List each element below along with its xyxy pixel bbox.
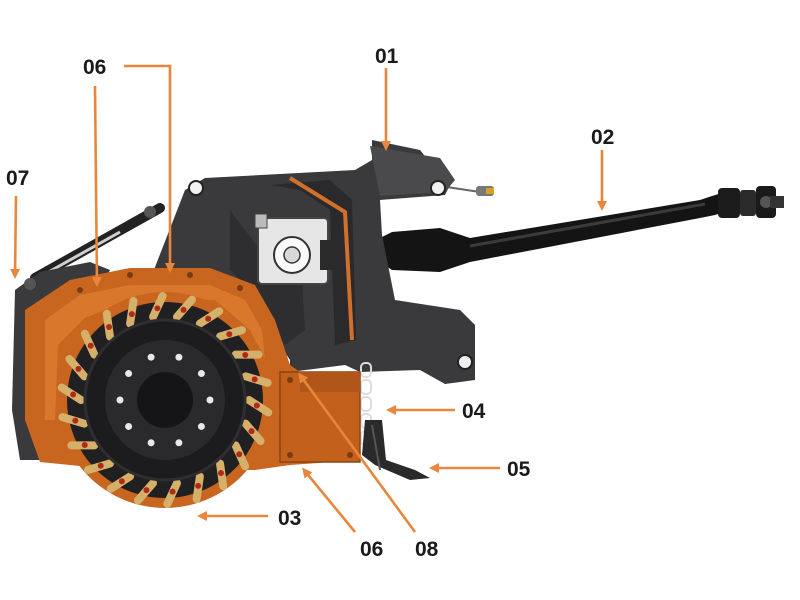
tooth-bolt [128, 311, 135, 318]
callout-08: 08 [415, 538, 439, 561]
tooth-bolt [195, 482, 202, 489]
hub-bolt [197, 370, 205, 378]
tooth-bolt [106, 323, 113, 330]
callout-labels: 01 02 03 04 05 06 06 07 08 [6, 45, 614, 561]
tooth-bolt [169, 488, 176, 495]
hub-bolt [175, 353, 183, 361]
tooth-bolt [143, 487, 150, 494]
tooth-bolt [97, 462, 104, 469]
rotor [57, 292, 273, 508]
callout-04: 04 [462, 400, 486, 423]
machine-illustration [12, 140, 784, 508]
drive-shaft [380, 185, 784, 272]
tooth-bolt [75, 365, 82, 372]
tooth-bolt [217, 470, 224, 477]
arrow-06-top [124, 64, 175, 273]
arrow-07 [10, 195, 21, 279]
callout-07: 07 [6, 167, 29, 190]
rotor-teeth [57, 292, 273, 508]
callout-03: 03 [278, 507, 301, 530]
tooth-bolt [253, 402, 260, 409]
hub-bolt [197, 422, 205, 430]
tooth-bolt [70, 391, 77, 398]
tooth-bolt [72, 417, 79, 424]
tooth-bolt [236, 451, 243, 458]
tooth-bolt [154, 305, 161, 312]
arrow-08 [298, 372, 417, 533]
callout-01: 01 [375, 45, 399, 68]
skid-plate [362, 420, 430, 480]
hub-bolt [147, 353, 155, 361]
hub-bolt [175, 439, 183, 447]
callout-02: 02 [591, 126, 614, 149]
tooth-bolt [242, 351, 249, 358]
hub-bolt [147, 439, 155, 447]
tooth-bolt [226, 331, 233, 338]
tooth-bolt [248, 428, 255, 435]
arrow-06-left [91, 85, 102, 287]
hub-bolt [125, 422, 133, 430]
tooth-bolt [180, 306, 187, 313]
tooth-bolt [118, 478, 125, 485]
tooth-bolt [81, 442, 88, 449]
hub-bolt [125, 370, 133, 378]
tooth-bolt [251, 376, 258, 383]
arrow-06-bottom [302, 467, 357, 533]
tooth-bolt [87, 342, 94, 349]
hub-bolt [206, 396, 214, 404]
hub-bolt [116, 396, 124, 404]
callout-06-bottom: 06 [360, 538, 383, 561]
callout-05: 05 [507, 458, 531, 481]
tooth-bolt [205, 315, 212, 322]
gearbox [254, 213, 340, 285]
callout-arrows [10, 64, 607, 533]
callout-06-top: 06 [83, 56, 106, 79]
